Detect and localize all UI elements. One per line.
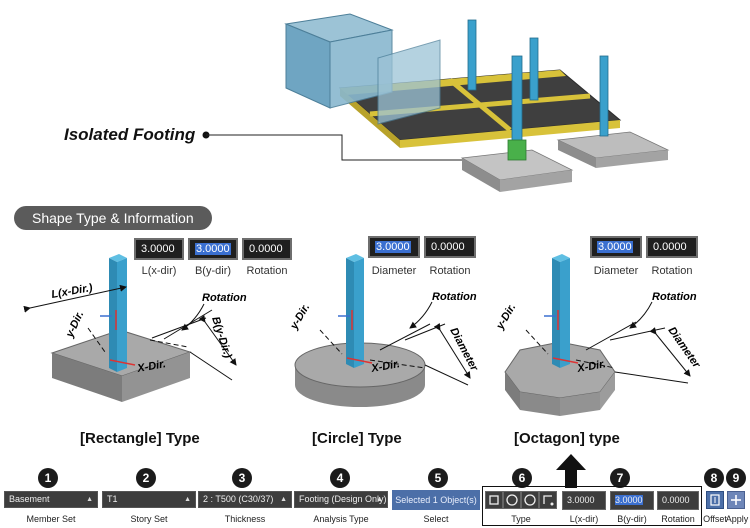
rect-rotation-field[interactable]: 0.0000 — [242, 238, 292, 260]
circle-type-button[interactable] — [503, 491, 521, 509]
length-x-caption: L(x-dir) — [569, 514, 599, 524]
analysis-type-caption: Analysis Type — [313, 514, 369, 524]
offset-caption: Offset — [703, 514, 727, 524]
rect-y-dir-label: y-Dir. — [63, 309, 86, 340]
length-x-input[interactable]: 3.0000 — [562, 491, 606, 510]
chevron-up-icon: ▲ — [184, 496, 191, 503]
step-badge-8: 8 — [704, 468, 724, 488]
circle-y-dir-label: y-Dir. — [288, 302, 313, 333]
circle-footing-diagram — [294, 254, 471, 407]
step-badge-7: 7 — [610, 468, 630, 488]
circle-type-title: [Circle] Type — [312, 430, 402, 447]
shape-diagrams: L(x-Dir.) y-Dir. X-Dir. B(y-Dir.) Rotati… — [23, 254, 703, 416]
step-badge-4: 4 — [330, 468, 350, 488]
circle-icon — [506, 494, 518, 506]
rect-rotation-caption: Rotation — [246, 265, 288, 277]
octagon-diameter-caption: Diameter — [593, 265, 639, 277]
isolated-footing-3d-illustration — [202, 13, 670, 192]
selected-text: 3.0000 — [597, 241, 633, 253]
circle-rotation-field[interactable]: 0.0000 — [424, 236, 476, 258]
rect-width-caption: B(y-dir) — [194, 265, 232, 277]
step-badge-9: 9 — [726, 468, 746, 488]
rectangle-type-button[interactable] — [485, 491, 503, 509]
circle-rotation-label: Rotation — [432, 291, 477, 303]
thickness-caption: Thickness — [224, 514, 266, 524]
thickness-value: 2 : T500 (C30/37) — [203, 494, 274, 504]
corner-icon — [543, 495, 554, 506]
apply-caption: Apply — [725, 514, 749, 524]
selected-text: 3.0000 — [375, 241, 411, 253]
octagon-rotation-label: Rotation — [652, 291, 697, 303]
octagon-type-button[interactable] — [521, 491, 539, 509]
width-y-caption: B(y-dir) — [617, 514, 647, 524]
rectangle-footing-diagram — [23, 254, 237, 402]
chevron-up-icon: ▲ — [376, 496, 383, 503]
type-caption: Type — [511, 514, 531, 524]
chevron-up-icon: ▲ — [280, 496, 287, 503]
selected-text: 3.0000 — [615, 495, 643, 505]
shape-type-group — [482, 486, 702, 526]
rect-x-dir-label: X-Dir. — [135, 358, 166, 375]
select-objects-button[interactable]: Selected 1 Object(s) — [392, 490, 480, 510]
rotation-input[interactable]: 0.0000 — [657, 491, 699, 510]
octagon-footing-diagram — [504, 254, 691, 416]
story-set-caption: Story Set — [130, 514, 168, 524]
offset-icon — [710, 494, 720, 506]
plus-icon — [731, 495, 741, 505]
isolated-footing-label: Isolated Footing — [64, 125, 196, 144]
rectangle-type-title: [Rectangle] Type — [80, 430, 200, 447]
step-badge-6: 6 — [512, 468, 532, 488]
octagon-type-title: [Octagon] type — [514, 430, 620, 447]
octagon-rotation-field[interactable]: 0.0000 — [646, 236, 698, 258]
rect-l-dim-label: L(x-Dir.) — [50, 282, 93, 301]
arrow-up-icon — [556, 454, 586, 488]
member-set-value: Basement — [9, 494, 50, 504]
octagon-y-dir-label: y-Dir. — [494, 302, 519, 333]
member-set-caption: Member Set — [26, 514, 76, 524]
rect-width-field[interactable]: 3.0000 — [188, 238, 238, 260]
rect-length-field[interactable]: 3.0000 — [134, 238, 184, 260]
offset-button[interactable] — [706, 491, 724, 509]
chevron-up-icon: ▲ — [86, 496, 93, 503]
circle-rotation-caption: Rotation — [429, 265, 471, 277]
thickness-dropdown[interactable]: 2 : T500 (C30/37) ▲ — [198, 491, 292, 508]
octagon-diameter-label: Diameter — [666, 325, 703, 371]
select-caption: Select — [423, 514, 449, 524]
selected-text: 3.0000 — [195, 243, 231, 255]
octagon-icon — [524, 494, 536, 506]
analysis-type-value: Footing (Design Only) — [299, 494, 387, 504]
custom-type-button[interactable] — [539, 491, 557, 509]
section-title-pill: Shape Type & Information — [14, 206, 212, 230]
width-y-input[interactable]: 3.0000 — [610, 491, 654, 510]
step-badge-2: 2 — [136, 468, 156, 488]
step-badge-3: 3 — [232, 468, 252, 488]
rect-length-caption: L(x-dir) — [141, 265, 177, 277]
square-icon — [489, 495, 499, 505]
apply-button[interactable] — [727, 491, 745, 509]
step-badge-1: 1 — [38, 468, 58, 488]
member-set-dropdown[interactable]: Basement ▲ — [4, 491, 98, 508]
story-set-value: T1 — [107, 494, 118, 504]
circle-diameter-field[interactable]: 3.0000 — [368, 236, 420, 258]
rect-rotation-label: Rotation — [202, 292, 247, 304]
rotation-caption: Rotation — [661, 514, 695, 524]
octagon-diameter-field[interactable]: 3.0000 — [590, 236, 642, 258]
story-set-dropdown[interactable]: T1 ▲ — [102, 491, 196, 508]
circle-x-dir-label: X-Dir. — [369, 358, 400, 375]
rect-b-dim-label: B(y-Dir.) — [209, 315, 234, 360]
analysis-type-dropdown[interactable]: Footing (Design Only)▲ — [294, 491, 388, 508]
octagon-x-dir-label: X-Dir. — [575, 358, 606, 375]
octagon-rotation-caption: Rotation — [651, 265, 693, 277]
step-badge-5: 5 — [428, 468, 448, 488]
circle-diameter-caption: Diameter — [371, 265, 417, 277]
